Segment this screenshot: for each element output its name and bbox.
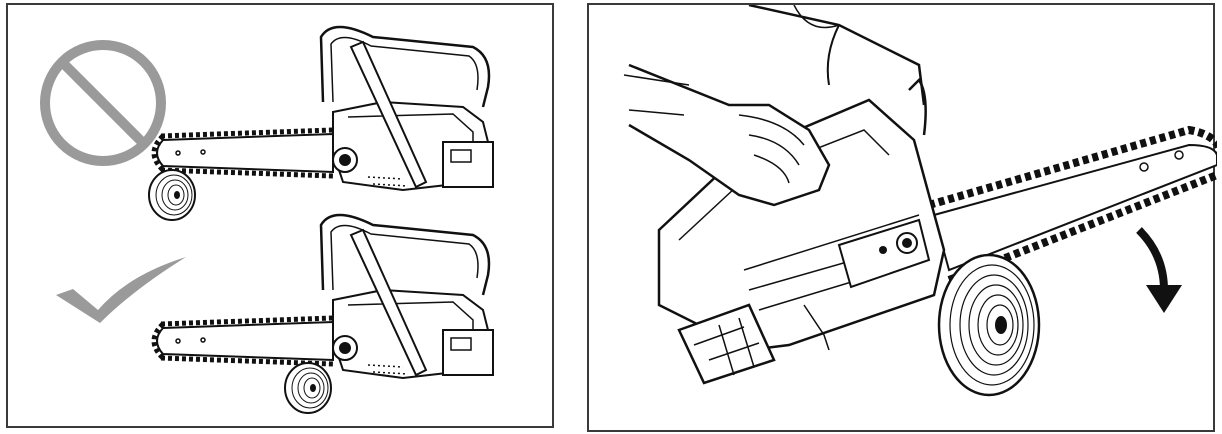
cutting-log xyxy=(939,255,1039,395)
prohibited-example xyxy=(149,27,493,220)
check-mark-icon xyxy=(56,257,186,323)
left-illustration xyxy=(8,5,556,430)
right-illustration xyxy=(589,5,1217,434)
correct-example xyxy=(154,215,493,413)
left-panel xyxy=(6,3,554,428)
curved-down-arrow-icon xyxy=(1139,230,1182,313)
right-panel xyxy=(587,3,1215,432)
prohibition-circle-icon xyxy=(45,45,161,161)
